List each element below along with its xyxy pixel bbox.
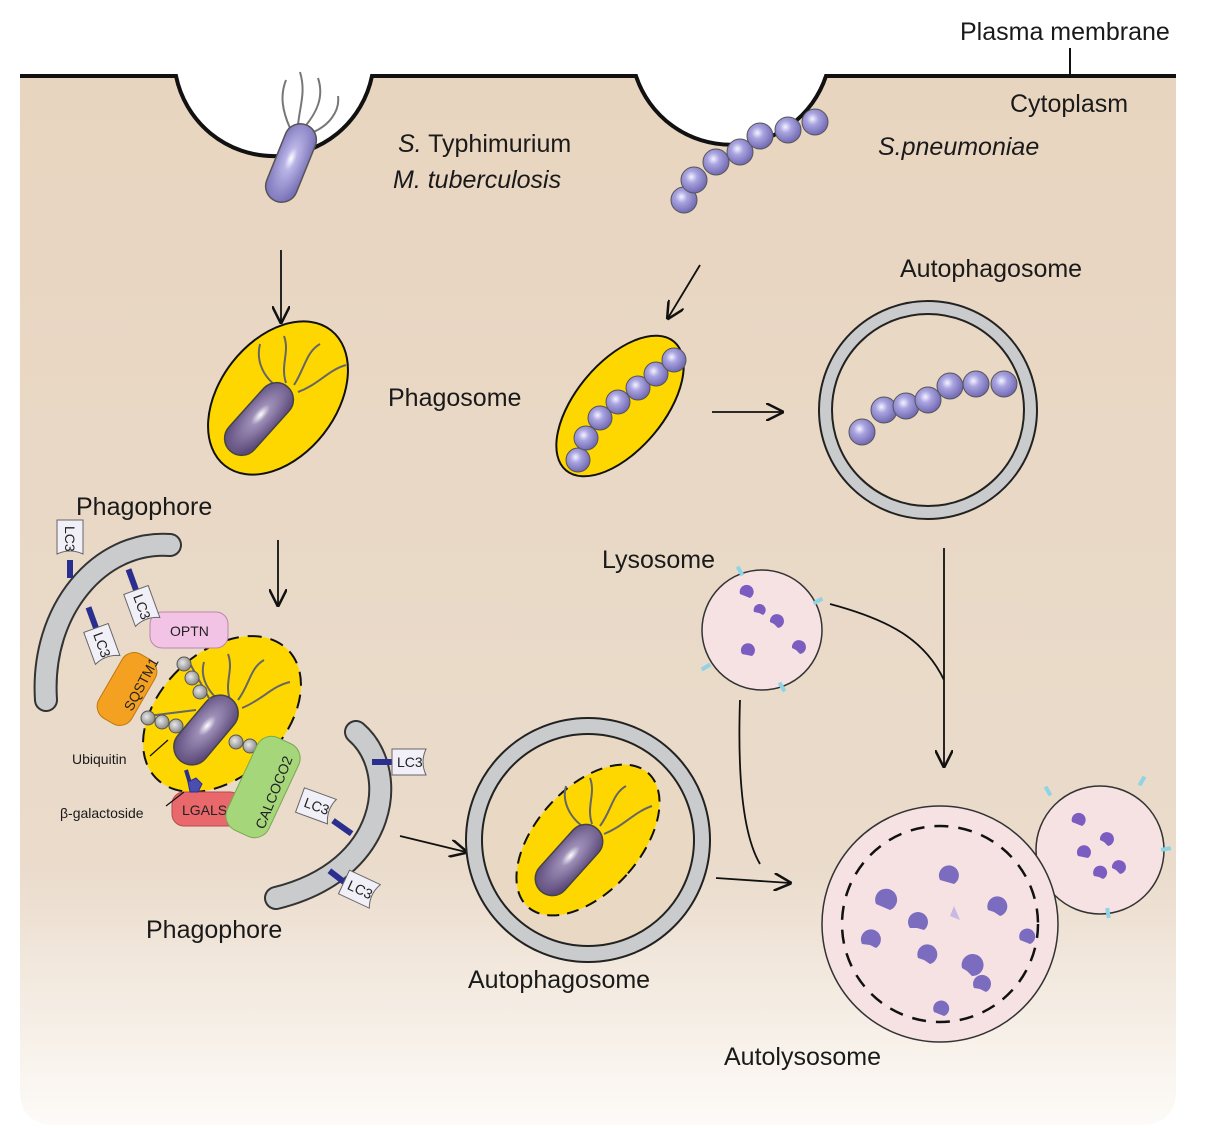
- ubiquitin-label: Ubiquitin: [72, 751, 126, 767]
- autolysosome: [821, 775, 1172, 1043]
- bacteria-left-label-1: S. Typhimurium: [398, 130, 571, 158]
- cocci-chain-invagination: [670, 108, 829, 214]
- plasma-membrane-label: Plasma membrane: [960, 18, 1170, 46]
- galactoside-pointer: [165, 791, 185, 807]
- cytoplasm-label: Cytoplasm: [1010, 90, 1128, 118]
- autophagosome-top: [818, 300, 1038, 520]
- phagophore-bottom-label: Phagophore: [146, 916, 282, 944]
- bacteria-left-label-2: M. tuberculosis: [393, 166, 561, 194]
- lysosome: [700, 565, 824, 693]
- autophagosome-bottom: [465, 717, 711, 963]
- galactoside-marker: [184, 769, 203, 793]
- lgals8-label: LGALS8: [182, 802, 235, 818]
- phagophore-top-label: Phagophore: [76, 493, 212, 521]
- protein-optn: OPTN: [149, 611, 229, 649]
- autolysosome-label: Autolysosome: [724, 1043, 881, 1071]
- lysosome-label: Lysosome: [602, 546, 715, 574]
- lc3-label-1: LC3: [62, 526, 78, 552]
- lc3-tags: LC3 LC3 LC3 LC3 LC3 LC3: [56, 519, 427, 909]
- bacteria-right-label: S.pneumoniae: [878, 133, 1039, 161]
- lc3-label-4: LC3: [397, 754, 423, 770]
- rod-bacterium-invagination: [264, 71, 340, 203]
- optn-label: OPTN: [170, 623, 209, 639]
- ubiquitin-pointer: [149, 739, 169, 757]
- phagophore-bottom: [264, 720, 393, 910]
- phagosome-label: Phagosome: [388, 384, 521, 412]
- galactoside-label: β-galactoside: [60, 805, 144, 821]
- phagosome-rod: [207, 320, 349, 476]
- phagophore-top: [33, 532, 182, 712]
- phagosome-cocci: [555, 334, 687, 478]
- autophagosome-bottom-label: Autophagosome: [468, 966, 650, 994]
- arrows: [278, 250, 944, 883]
- plasma-membrane: [20, 74, 1176, 159]
- autophagosome-top-label: Autophagosome: [900, 255, 1082, 283]
- protein-lgals8: LGALS8: [171, 791, 243, 827]
